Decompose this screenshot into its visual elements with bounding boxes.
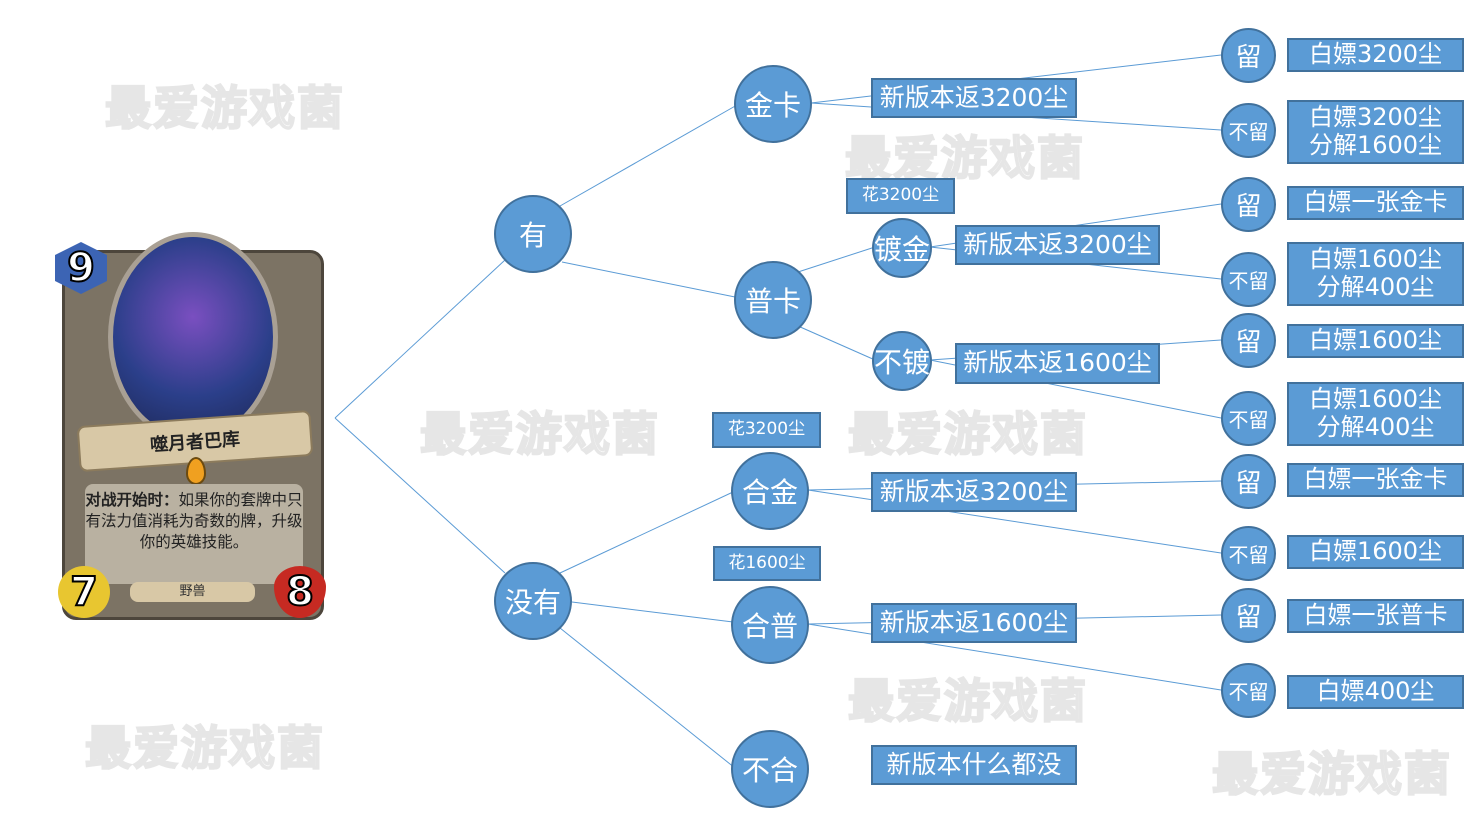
watermark: 最爱游戏菌 [419, 406, 660, 462]
outcome-line: 白嫖400尘 [1316, 677, 1435, 706]
outcome-line: 白嫖1600尘 [1308, 326, 1443, 355]
outcome-box: 白嫖3200尘分解1600尘 [1287, 100, 1464, 164]
refund-box: 新版本返1600尘 [955, 343, 1160, 384]
refund-box: 新版本返3200尘 [871, 472, 1077, 512]
watermark: 最爱游戏菌 [84, 720, 325, 776]
outcome-line: 白嫖一张普卡 [1303, 601, 1448, 630]
outcome-line: 白嫖1600尘 [1308, 385, 1443, 414]
node-have: 有 [494, 195, 572, 273]
outcome-box: 白嫖一张金卡 [1287, 463, 1464, 497]
node-craft-normal: 合普 [731, 586, 809, 664]
node-discard: 不留 [1221, 103, 1276, 158]
card-art [108, 232, 278, 442]
outcome-line: 分解400尘 [1316, 273, 1435, 301]
card-text-keyword: 对战开始时： [85, 491, 179, 509]
outcome-box: 白嫖一张普卡 [1287, 599, 1464, 633]
card-text-body: 如果你的套牌中只有法力值消耗为奇数的牌，升级你的英雄技能。 [85, 491, 303, 551]
node-keep: 留 [1221, 177, 1276, 232]
outcome-box: 白嫖1600尘 [1287, 535, 1464, 569]
rarity-gem [186, 457, 206, 485]
cost-label: 花3200尘 [846, 178, 955, 214]
node-keep: 留 [1221, 454, 1276, 509]
node-keep: 留 [1221, 588, 1276, 643]
node-normal: 普卡 [734, 261, 812, 339]
outcome-box: 白嫖1600尘分解400尘 [1287, 382, 1464, 446]
node-keep: 留 [1221, 28, 1276, 83]
outcome-box: 白嫖一张金卡 [1287, 186, 1464, 220]
node-gold: 金卡 [734, 65, 812, 143]
outcome-box: 白嫖1600尘分解400尘 [1287, 242, 1464, 306]
node-have-not: 没有 [494, 562, 572, 640]
node-no-gild: 不镀 [872, 331, 932, 391]
node-gild: 镀金 [872, 218, 932, 278]
refund-box: 新版本什么都没 [871, 745, 1077, 785]
outcome-line: 分解400尘 [1316, 413, 1435, 441]
watermark: 最爱游戏菌 [1211, 746, 1452, 802]
outcome-line: 白嫖1600尘 [1308, 245, 1443, 274]
outcome-line: 白嫖一张金卡 [1303, 188, 1448, 217]
node-no-craft: 不合 [731, 730, 809, 808]
refund-box: 新版本返1600尘 [871, 603, 1077, 643]
node-discard: 不留 [1221, 663, 1276, 718]
node-craft-gold: 合金 [731, 452, 809, 530]
node-discard: 不留 [1221, 526, 1276, 581]
outcome-box: 白嫖1600尘 [1287, 324, 1464, 358]
refund-box: 新版本返3200尘 [871, 78, 1077, 118]
outcome-line: 白嫖1600尘 [1308, 537, 1443, 566]
refund-box: 新版本返3200尘 [955, 225, 1160, 265]
outcome-box: 白嫖400尘 [1287, 675, 1464, 709]
watermark: 最爱游戏菌 [844, 130, 1085, 186]
node-discard: 不留 [1221, 252, 1276, 307]
node-keep: 留 [1221, 313, 1276, 368]
cost-label: 花3200尘 [712, 412, 821, 448]
card-attack: 7 [58, 566, 110, 618]
watermark: 最爱游戏菌 [847, 406, 1088, 462]
watermark: 最爱游戏菌 [847, 673, 1088, 729]
card-race: 野兽 [130, 582, 255, 602]
outcome-line: 白嫖一张金卡 [1303, 465, 1448, 494]
outcome-line: 白嫖3200尘 [1308, 103, 1443, 132]
card-text: 对战开始时：如果你的套牌中只有法力值消耗为奇数的牌，升级你的英雄技能。 [85, 484, 303, 584]
node-discard: 不留 [1221, 391, 1276, 446]
card-health: 8 [274, 566, 326, 618]
outcome-box: 白嫖3200尘 [1287, 38, 1464, 72]
cost-label: 花1600尘 [713, 546, 821, 581]
watermark: 最爱游戏菌 [104, 80, 345, 136]
outcome-line: 分解1600尘 [1308, 131, 1443, 159]
outcome-line: 白嫖3200尘 [1308, 40, 1443, 69]
